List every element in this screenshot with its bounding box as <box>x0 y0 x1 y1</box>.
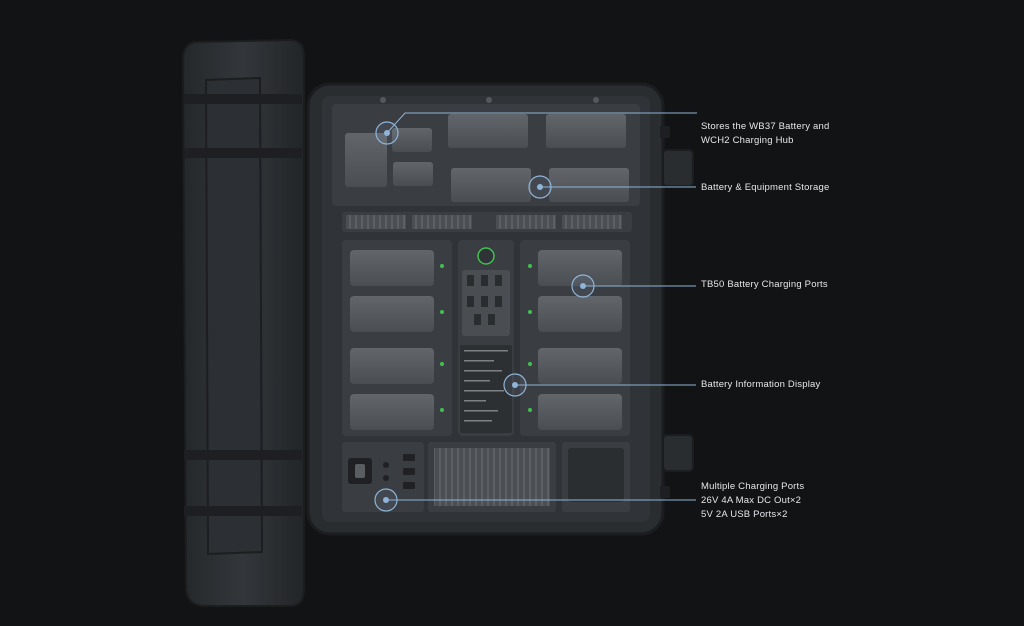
vent-strip <box>342 212 632 232</box>
hotspot-storage[interactable] <box>528 175 552 199</box>
hotspot-tb50[interactable] <box>571 274 595 298</box>
callout-line: 5V 2A USB Ports×2 <box>701 509 788 520</box>
hotspot-wb37[interactable] <box>375 121 399 145</box>
hotspot-ports[interactable] <box>374 488 398 512</box>
callout-ports: Multiple Charging Ports 26V 4A Max DC Ou… <box>701 480 804 522</box>
callout-storage: Battery & Equipment Storage <box>701 181 829 195</box>
hotspot-display[interactable] <box>503 373 527 397</box>
callout-line: TB50 Battery Charging Ports <box>701 279 828 290</box>
callout-wb37: Stores the WB37 Battery and WCH2 Chargin… <box>701 120 829 148</box>
storage-compartment <box>332 97 640 206</box>
callout-display: Battery Information Display <box>701 378 820 392</box>
callout-line: Battery Information Display <box>701 379 821 390</box>
control-panel <box>458 240 514 436</box>
callout-line: 26V 4A Max DC Out×2 <box>701 495 802 506</box>
callout-line: WCH2 Charging Hub <box>701 135 794 146</box>
callout-tb50: TB50 Battery Charging Ports <box>701 278 828 292</box>
callout-line: Multiple Charging Ports <box>701 481 805 492</box>
case-lid <box>181 38 305 607</box>
bottom-section <box>342 442 630 512</box>
leader-lines <box>386 112 697 501</box>
tb50-bay-right <box>520 240 630 436</box>
tb50-bay-left <box>342 240 452 436</box>
callout-line: Stores the WB37 Battery and <box>701 121 830 132</box>
callout-line: Battery & Equipment Storage <box>701 182 830 193</box>
